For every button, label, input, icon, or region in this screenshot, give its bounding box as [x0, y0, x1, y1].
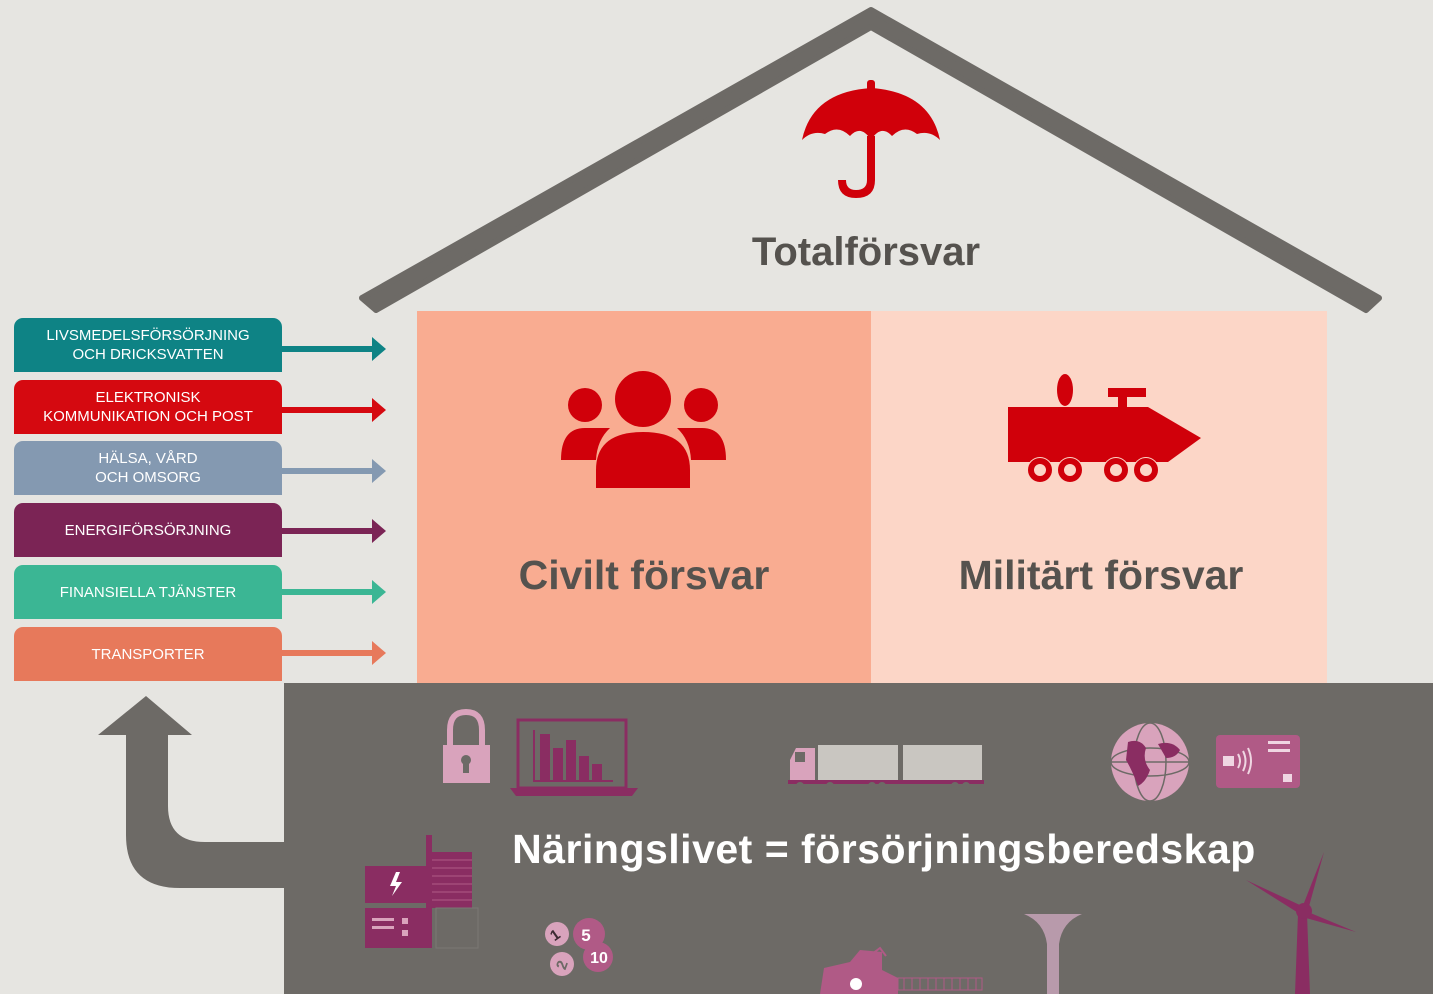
sector-electronic-communication: ELEKTRONISK KOMMUNIKATION OCH POST	[14, 380, 282, 434]
sector-health-care: HÄLSA, VÅRD OCH OMSORG	[14, 441, 282, 495]
return-arrow	[98, 696, 285, 888]
total-defence-title: Totalförsvar	[751, 230, 981, 274]
military-defence-title: Militärt försvar	[958, 552, 1244, 598]
harvester-icon	[820, 946, 983, 994]
wind-turbine-icon	[1246, 852, 1356, 994]
house-roof	[359, 7, 1382, 313]
sector-arrow	[282, 519, 386, 543]
sector-arrow	[282, 580, 386, 604]
power-plant-icon	[365, 835, 479, 949]
military-defence-panel	[871, 311, 1327, 684]
business-sector-title: Näringslivet = försörjningsberedskap	[512, 826, 1256, 872]
globe-icon	[1110, 722, 1190, 802]
civil-defence-title: Civilt försvar	[518, 552, 770, 598]
laptop-chart-icon	[510, 718, 638, 796]
umbrella-icon	[802, 80, 940, 198]
sector-energy: ENERGIFÖRSÖRJNING	[14, 503, 282, 557]
armored-vehicle-icon	[1008, 374, 1201, 483]
civil-defence-panel	[417, 311, 871, 684]
lottery-balls-icon	[545, 918, 613, 976]
sector-financial-services: FINANSIELLA TJÄNSTER	[14, 565, 282, 619]
sector-arrow	[282, 641, 386, 665]
people-group-icon	[561, 371, 726, 488]
sector-arrow	[282, 398, 386, 422]
sector-arrow	[282, 337, 386, 361]
padlock-icon	[443, 708, 490, 783]
lottery-number-5: 5	[581, 926, 590, 945]
sector-food-water: LIVSMEDELSFÖRSÖRJNING OCH DRICKSVATTEN	[14, 318, 282, 372]
sector-transport: TRANSPORTER	[14, 627, 282, 681]
truck-icon	[788, 745, 984, 790]
payment-card-icon	[1216, 735, 1300, 788]
pillar-icon	[1024, 914, 1082, 994]
lottery-number-10: 10	[590, 950, 608, 967]
sector-arrow	[282, 459, 386, 483]
business-sector-band	[284, 683, 1433, 994]
